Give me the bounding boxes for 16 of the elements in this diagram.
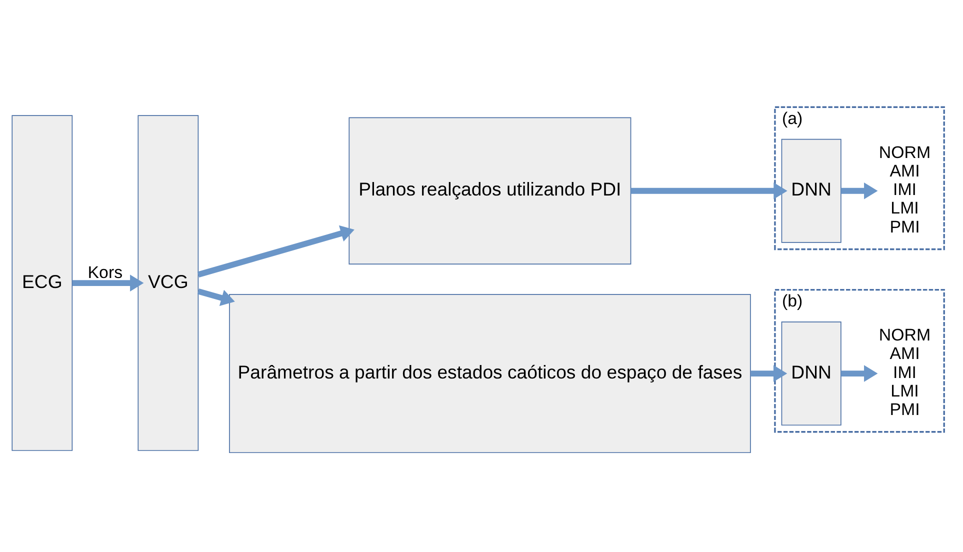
node-box: VCG [138,114,199,450]
arrow [72,274,144,291]
node-box: DNN [781,138,842,242]
node-box: DNN [781,321,842,426]
arrow [840,364,878,382]
arrow [197,224,354,277]
node-box: Parâmetros a partir dos estados caóticos do espaço de fases [229,294,751,453]
arrow [840,182,878,199]
node-box: ECG [12,114,73,450]
arrow [630,182,788,199]
node-text: NORM AMI IMI LMI PMI [878,142,931,236]
node-text: NORM AMI IMI LMI PMI [878,325,931,418]
edge-label: Kors [88,262,123,282]
arrow [750,364,788,382]
arrow [197,288,235,306]
node-box: Planos realçados utilizando PDI [348,116,632,264]
